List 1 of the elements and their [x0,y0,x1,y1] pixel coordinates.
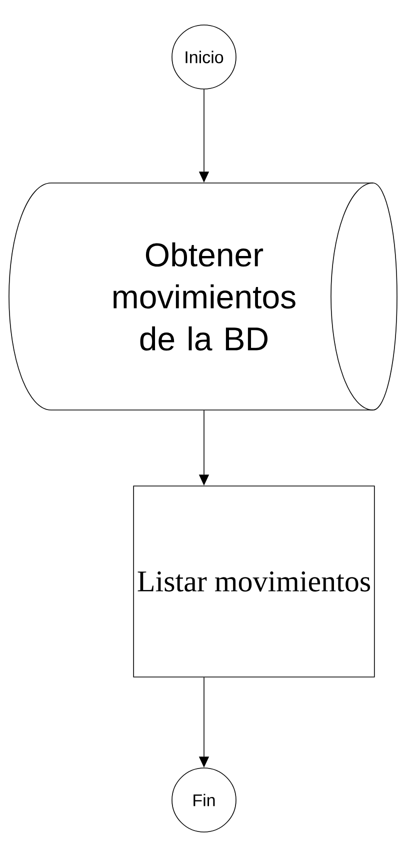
process-box: Listar movimientos [133,486,375,678]
